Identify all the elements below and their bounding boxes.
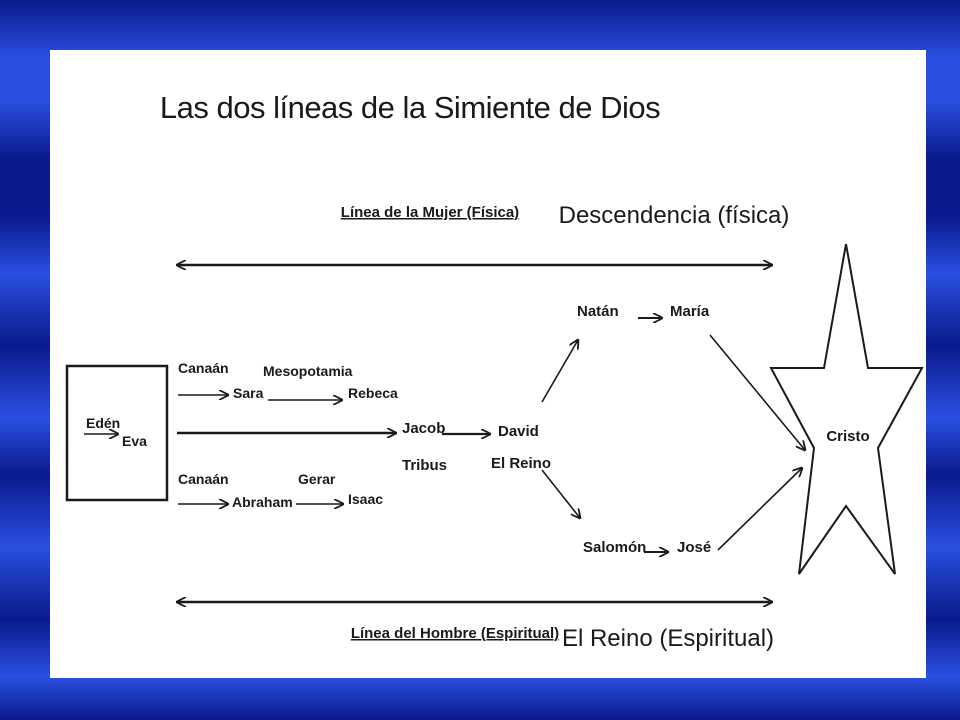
- cristo-star: [769, 243, 924, 575]
- maria-label: María: [670, 303, 710, 320]
- el-reino-label: El Reino: [491, 455, 551, 472]
- jose-cristo-arrow: [717, 468, 802, 551]
- fork-down-arrow: [541, 469, 580, 518]
- bottom-line-label: Línea del Hombre (Espiritual): [351, 625, 559, 642]
- diagram-canvas: Las dos líneas de la Simiente de Dios Lí…: [65, 90, 924, 652]
- diagram-title: Las dos líneas de la Simiente de Dios: [160, 90, 660, 125]
- jacob-label: Jacob: [402, 420, 445, 437]
- tribus-label: Tribus: [402, 457, 447, 474]
- lower-person2-label: Isaac: [348, 491, 383, 507]
- maria-cristo-arrow: [709, 334, 805, 450]
- top-line-caption: Descendencia (física): [559, 202, 790, 229]
- lower-place2-label: Gerar: [298, 471, 336, 487]
- bottom-line-caption: El Reino (Espiritual): [562, 625, 774, 652]
- upper-person1-label: Sara: [233, 385, 264, 401]
- eva-label: Eva: [122, 433, 147, 449]
- top-line-label: Línea de la Mujer (Física): [341, 204, 519, 221]
- upper-place2-label: Mesopotamia: [263, 363, 353, 379]
- david-label: David: [498, 423, 539, 440]
- upper-place1-label: Canaán: [178, 360, 229, 376]
- eden-box: [65, 364, 169, 502]
- lower-place1-label: Canaán: [178, 471, 229, 487]
- upper-person2-label: Rebeca: [348, 385, 398, 401]
- cristo-label: Cristo: [826, 428, 869, 445]
- slide: Las dos líneas de la Simiente de Dios Lí…: [50, 50, 926, 678]
- salomon-label: Salomón: [583, 539, 646, 556]
- natan-label: Natán: [577, 303, 619, 320]
- jose-label: José: [677, 539, 711, 556]
- fork-up-arrow: [541, 340, 578, 403]
- eden-label: Edén: [86, 415, 120, 431]
- lower-person1-label: Abraham: [232, 494, 293, 510]
